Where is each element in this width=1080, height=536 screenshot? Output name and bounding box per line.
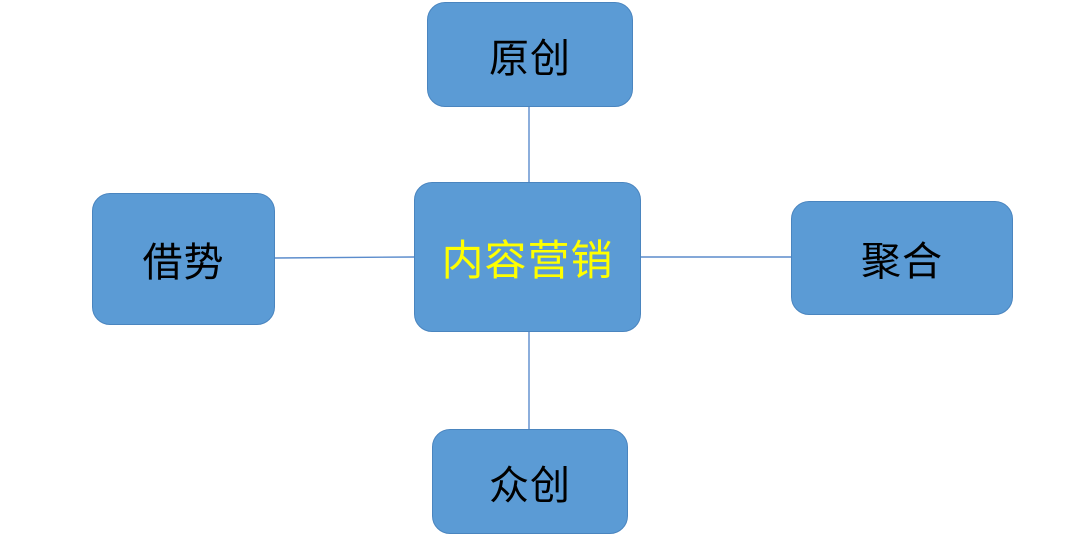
node-leverage-label: 借势 xyxy=(142,240,225,286)
node-crowd-creation-label: 众创 xyxy=(489,462,571,509)
connector-left xyxy=(274,256,415,259)
node-aggregation: 聚合 xyxy=(791,201,1013,315)
node-content-marketing: 内容营销 xyxy=(414,182,641,332)
node-crowd-creation: 众创 xyxy=(432,429,628,534)
node-original: 原创 xyxy=(427,2,633,107)
node-content-marketing-label: 内容营销 xyxy=(441,235,614,285)
node-leverage: 借势 xyxy=(92,193,275,325)
node-aggregation-label: 聚合 xyxy=(861,239,943,285)
node-original-label: 原创 xyxy=(489,35,571,82)
